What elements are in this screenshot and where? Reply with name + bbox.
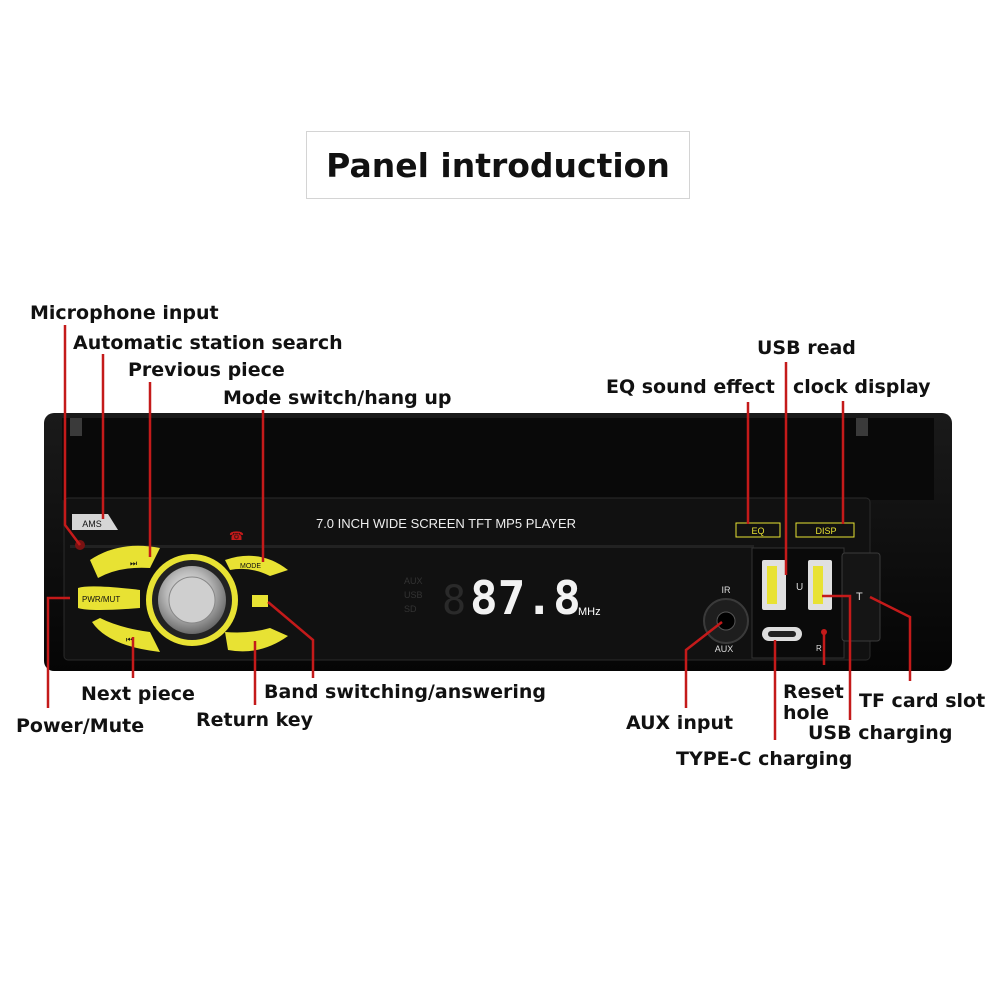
- source-sd: SD: [404, 604, 417, 614]
- page-title: Panel introduction: [326, 145, 670, 185]
- label-tf-card-slot: TF card slot: [859, 690, 986, 712]
- eq-button[interactable]: EQ: [735, 522, 781, 538]
- frequency-unit: MHz: [578, 606, 601, 618]
- screen-caption: 7.0 INCH WIDE SCREEN TFT MP5 PLAYER: [316, 516, 576, 531]
- source-usb: USB: [404, 590, 423, 600]
- label-band-switching: Band switching/answering: [264, 681, 546, 703]
- callout-tf: [869, 595, 912, 681]
- usb-port-label: U: [796, 582, 803, 593]
- mode-button[interactable]: [225, 555, 288, 576]
- next-button[interactable]: [92, 618, 160, 652]
- ir-label: IR: [722, 585, 732, 595]
- svg-text:PWR/MUT: PWR/MUT: [82, 595, 120, 604]
- label-usb-read: USB read: [757, 337, 856, 359]
- svg-text:EQ: EQ: [751, 526, 764, 536]
- power-mute-button[interactable]: [78, 586, 140, 610]
- callout-lines: [46, 325, 912, 740]
- callout-microphone: [63, 325, 81, 546]
- reset-port-label: R: [816, 644, 822, 653]
- label-reset: Reset: [783, 681, 844, 703]
- lcd-display: AUX USB SD 8 87.8 MHz: [404, 571, 601, 625]
- label-next-piece: Next piece: [81, 683, 195, 705]
- label-aux-input: AUX input: [626, 712, 734, 734]
- label-automatic-station-search: Automatic station search: [73, 332, 343, 354]
- label-type-c-charging: TYPE-C charging: [676, 748, 853, 770]
- frequency-readout: 87.8: [470, 571, 581, 625]
- band-button[interactable]: [252, 595, 268, 607]
- callout-power: [46, 596, 70, 708]
- port-panel: U R: [751, 547, 845, 659]
- button-cluster: ⏭ PWR/MUT ⏮ MODE ☎: [78, 529, 288, 652]
- label-microphone-input: Microphone input: [30, 302, 219, 324]
- callout-band: [267, 601, 315, 678]
- ams-button[interactable]: AMS: [72, 514, 118, 530]
- tf-port-label: T: [856, 591, 863, 603]
- label-return-key: Return key: [196, 709, 314, 731]
- return-button[interactable]: [225, 628, 288, 652]
- svg-text:MODE: MODE: [240, 563, 261, 570]
- next-icon: ⏮: [126, 635, 133, 644]
- label-previous-piece: Previous piece: [128, 359, 285, 381]
- label-power-mute: Power/Mute: [16, 715, 145, 737]
- title-box: Panel introduction: [306, 131, 690, 199]
- svg-text:DISP: DISP: [815, 526, 836, 536]
- callout-aux: [684, 621, 723, 708]
- previous-button[interactable]: [90, 545, 160, 578]
- phone-icon: ☎: [229, 529, 244, 543]
- label-mode-switch: Mode switch/hang up: [223, 387, 452, 409]
- label-usb-charging: USB charging: [808, 722, 953, 744]
- aux-jack[interactable]: IR AUX: [703, 585, 749, 654]
- callout-usb-charging: [822, 594, 852, 720]
- volume-knob[interactable]: [146, 554, 238, 646]
- source-aux: AUX: [404, 576, 423, 586]
- label-hole: hole: [783, 702, 829, 724]
- label-clock-display: clock display: [793, 376, 931, 398]
- aux-port-label: AUX: [715, 644, 734, 654]
- svg-text:AMS: AMS: [82, 519, 102, 529]
- previous-icon: ⏭: [130, 559, 137, 568]
- disp-button[interactable]: DISP: [795, 522, 855, 538]
- lcd-ghost-digit: 8: [442, 578, 466, 624]
- label-eq-sound-effect: EQ sound effect: [606, 376, 775, 398]
